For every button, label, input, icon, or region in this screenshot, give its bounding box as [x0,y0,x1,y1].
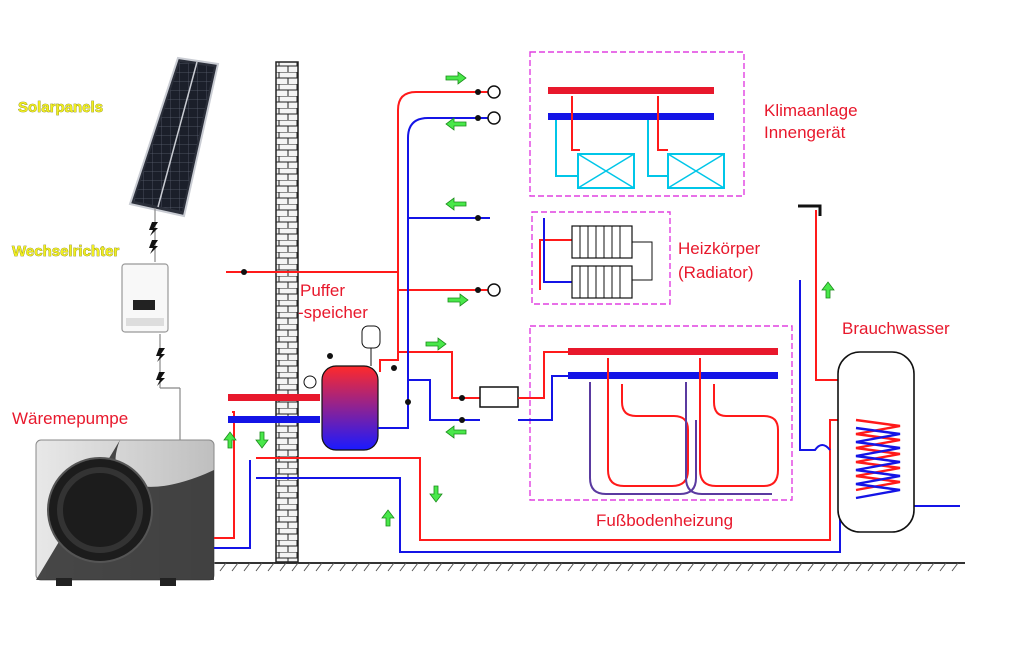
solar-label: Solarpanels [18,99,103,116]
floor-loop-icon [607,358,689,487]
inverter-label: Wechselrichter [12,243,119,260]
radiator-icon [571,225,633,259]
dhw-label: Brauchwasser [842,319,950,338]
floor-heating-label: Fußbodenheizung [596,511,733,530]
floor-loop-icon [699,358,779,487]
dhw-tank-icon [837,351,915,533]
tap-icon [798,204,822,216]
heat-pump-icon [35,439,215,586]
hot-header-pipe [228,394,320,401]
ac-zone [529,51,745,197]
lightning-icon [149,222,165,386]
valve-icons [241,89,481,423]
ground [207,562,965,572]
radiator-label-line2: (Radiator) [678,263,754,282]
cold-header-pipe [228,416,320,423]
floor-heating-zone [518,325,793,501]
ac-label-line2: Innengerät [764,123,846,142]
buffer-label-line2: -speicher [298,303,368,322]
buffer-tank-icon [303,325,381,451]
radiator-label-line1: Heizkörper [678,239,761,258]
pump-icons [479,85,519,408]
buffer-label-line1: Puffer [300,281,345,300]
flow-arrow-icons [223,71,835,527]
solar-panel-icon [128,56,220,218]
ac-label-line1: Klimaanlage [764,101,858,120]
radiator-zone [531,211,671,305]
inverter-icon [121,263,169,333]
brick-wall [275,61,299,563]
radiator-icon [571,265,633,299]
supply-pipes [226,91,845,541]
heat-pump-label: Wäremepumpe [12,409,128,428]
